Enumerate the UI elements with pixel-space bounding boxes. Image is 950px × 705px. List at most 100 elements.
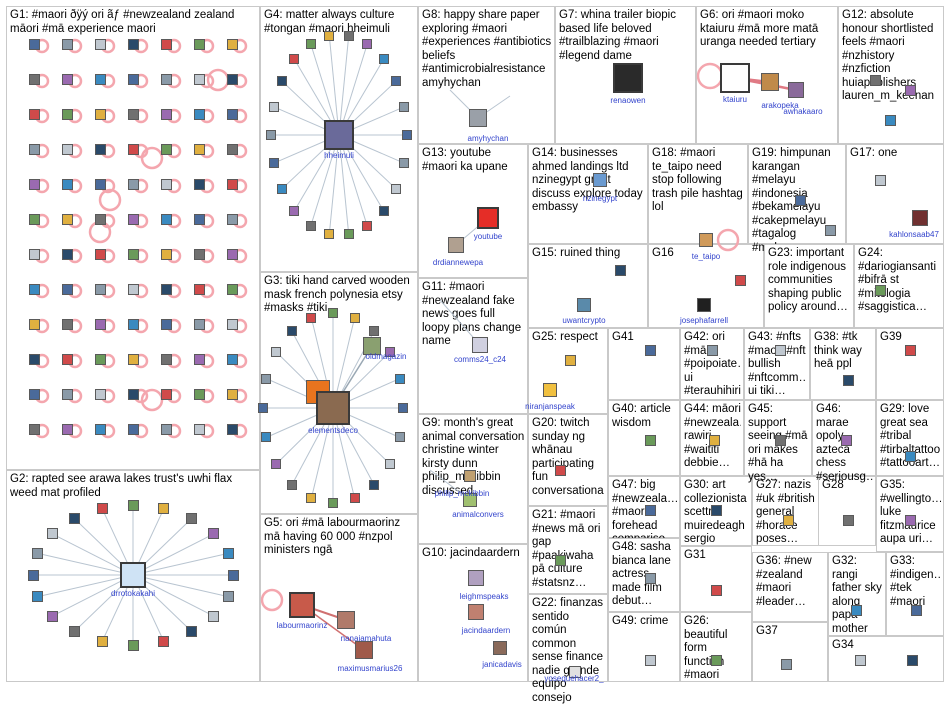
isolate-node[interactable] xyxy=(29,284,40,295)
isolate-node[interactable] xyxy=(161,249,172,260)
network-node[interactable] xyxy=(711,585,722,596)
network-node[interactable] xyxy=(228,570,239,581)
isolate-node[interactable] xyxy=(161,284,172,295)
isolate-node[interactable] xyxy=(62,39,73,50)
network-node[interactable] xyxy=(615,265,626,276)
network-node[interactable] xyxy=(277,76,287,86)
isolate-node[interactable] xyxy=(194,74,205,85)
node-nzinegypt[interactable] xyxy=(593,173,607,187)
network-node[interactable] xyxy=(306,493,316,503)
network-node[interactable] xyxy=(289,54,299,64)
isolate-node[interactable] xyxy=(194,39,205,50)
network-node[interactable] xyxy=(261,374,271,384)
network-node[interactable] xyxy=(324,31,334,41)
hub-node-drrotokakahi[interactable] xyxy=(120,562,146,588)
network-node[interactable] xyxy=(379,54,389,64)
node-amyhychan[interactable] xyxy=(469,109,487,127)
network-node[interactable] xyxy=(645,435,656,446)
isolate-node[interactable] xyxy=(29,74,40,85)
network-node[interactable] xyxy=(128,640,139,651)
network-node[interactable] xyxy=(261,432,271,442)
isolate-node[interactable] xyxy=(95,284,106,295)
network-node[interactable] xyxy=(269,158,279,168)
network-node[interactable] xyxy=(208,528,219,539)
network-node[interactable] xyxy=(32,548,43,559)
network-node[interactable] xyxy=(645,345,656,356)
isolate-node[interactable] xyxy=(194,109,205,120)
isolate-node[interactable] xyxy=(161,74,172,85)
isolate-node[interactable] xyxy=(194,389,205,400)
network-node[interactable] xyxy=(711,655,722,666)
isolate-node[interactable] xyxy=(161,109,172,120)
isolate-node[interactable] xyxy=(29,389,40,400)
network-node[interactable] xyxy=(97,503,108,514)
network-node[interactable] xyxy=(47,611,58,622)
isolate-node[interactable] xyxy=(128,144,139,155)
network-node[interactable] xyxy=(306,221,316,231)
network-node[interactable] xyxy=(911,605,922,616)
network-node[interactable] xyxy=(398,403,408,413)
network-node[interactable] xyxy=(344,229,354,239)
node-labourmaorinz[interactable] xyxy=(289,592,315,618)
network-node[interactable] xyxy=(186,513,197,524)
isolate-node[interactable] xyxy=(29,249,40,260)
network-node[interactable] xyxy=(97,636,108,647)
isolate-node[interactable] xyxy=(29,424,40,435)
isolate-node[interactable] xyxy=(95,249,106,260)
network-node[interactable] xyxy=(158,503,169,514)
node-arakopeka[interactable] xyxy=(761,73,779,91)
network-node[interactable] xyxy=(783,515,794,526)
isolate-node[interactable] xyxy=(194,319,205,330)
network-node[interactable] xyxy=(47,528,58,539)
network-node[interactable] xyxy=(843,515,854,526)
node-kahlonsaab47[interactable] xyxy=(912,210,928,226)
isolate-node[interactable] xyxy=(227,249,238,260)
isolate-node[interactable] xyxy=(62,319,73,330)
node-ktaiuru[interactable] xyxy=(720,63,750,93)
isolate-node[interactable] xyxy=(95,179,106,190)
network-node[interactable] xyxy=(555,555,566,566)
isolate-node[interactable] xyxy=(62,354,73,365)
network-node[interactable] xyxy=(709,435,720,446)
isolate-node[interactable] xyxy=(95,214,106,225)
isolate-node[interactable] xyxy=(128,249,139,260)
network-node[interactable] xyxy=(287,480,297,490)
isolate-node[interactable] xyxy=(128,424,139,435)
isolate-node[interactable] xyxy=(227,39,238,50)
isolate-node[interactable] xyxy=(29,39,40,50)
isolate-node[interactable] xyxy=(95,144,106,155)
node-philip_mckibbin[interactable] xyxy=(464,470,476,482)
isolate-node[interactable] xyxy=(227,389,238,400)
node-josephafarrell[interactable] xyxy=(697,298,711,312)
network-node[interactable] xyxy=(395,432,405,442)
network-node[interactable] xyxy=(841,435,852,446)
network-node[interactable] xyxy=(32,591,43,602)
network-node[interactable] xyxy=(350,313,360,323)
network-node[interactable] xyxy=(369,326,379,336)
isolate-node[interactable] xyxy=(62,74,73,85)
network-node[interactable] xyxy=(344,31,354,41)
network-node[interactable] xyxy=(707,345,718,356)
isolate-node[interactable] xyxy=(62,249,73,260)
network-node[interactable] xyxy=(775,435,786,446)
network-node[interactable] xyxy=(395,374,405,384)
isolate-node[interactable] xyxy=(161,144,172,155)
network-node[interactable] xyxy=(565,355,576,366)
isolate-node[interactable] xyxy=(128,179,139,190)
node-awhakaaro[interactable] xyxy=(788,82,804,98)
network-node[interactable] xyxy=(875,175,886,186)
network-node[interactable] xyxy=(905,345,916,356)
isolate-node[interactable] xyxy=(95,39,106,50)
network-node[interactable] xyxy=(223,591,234,602)
isolate-node[interactable] xyxy=(62,214,73,225)
network-node[interactable] xyxy=(851,605,862,616)
isolate-node[interactable] xyxy=(29,319,40,330)
hub-node-elementsdeco[interactable] xyxy=(316,391,350,425)
network-node[interactable] xyxy=(555,465,566,476)
node-youtube[interactable] xyxy=(477,207,499,229)
network-node[interactable] xyxy=(402,130,412,140)
node-leighmspeaks[interactable] xyxy=(468,570,484,586)
isolate-node[interactable] xyxy=(29,144,40,155)
node-uwantcrypto[interactable] xyxy=(577,298,591,312)
network-node[interactable] xyxy=(870,75,881,86)
